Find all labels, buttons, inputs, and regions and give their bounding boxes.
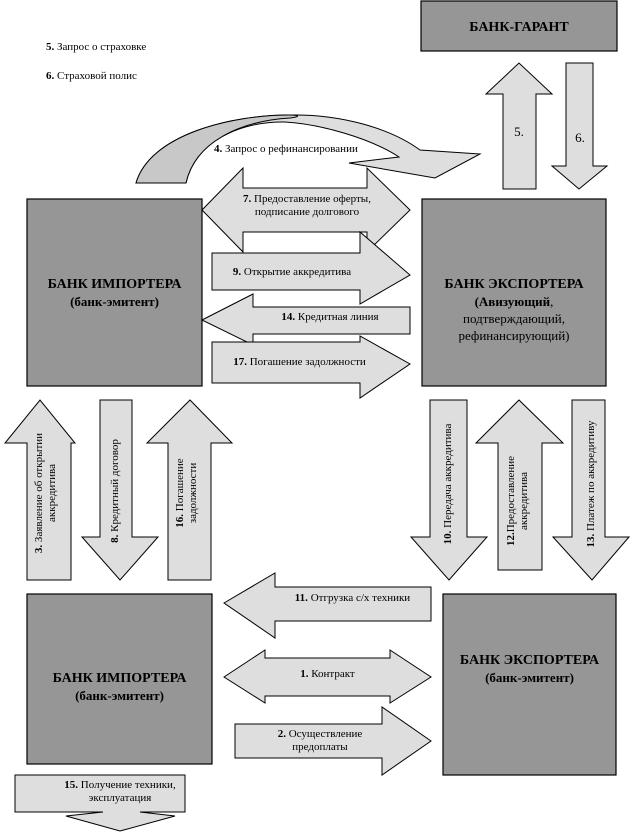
box-title: БАНК ЭКСПОРТЕРА xyxy=(459,653,600,668)
label-num: 16. xyxy=(174,513,186,528)
exporter-bank-bottom-box xyxy=(442,593,617,776)
label-text: Предоставление xyxy=(505,455,517,533)
box-subtitle: (банк-эмитент) xyxy=(75,688,164,703)
label-text-line2: аккредитива xyxy=(46,464,58,522)
label-num: 15. xyxy=(64,779,79,791)
arrow-15-down xyxy=(14,774,186,832)
arrow-7-double xyxy=(201,166,411,254)
arrow-9-right xyxy=(211,230,411,305)
box-subtitle: (Авизующий xyxy=(474,294,551,309)
exporter-bank-top-label: БАНК ЭКСПОРТЕРА (Авизующий, подтверждающ… xyxy=(422,276,606,344)
legend-text: Запрос о страховке xyxy=(57,41,147,53)
arrow-2-label: 2. Осуществление предоплаты xyxy=(235,728,405,754)
label-text: Кредитный договор xyxy=(109,439,121,532)
box-subtitle-line2: подтверждающий, xyxy=(463,311,565,326)
label-text: Платеж по аккредитиву xyxy=(585,420,597,532)
label-num: 12. xyxy=(505,532,517,547)
label-text: Предоставление оферты, xyxy=(254,193,371,205)
arrow-12-up xyxy=(474,399,565,571)
box-subtitle-line3: рефинансирующий) xyxy=(458,328,570,343)
label-num: 4. xyxy=(214,143,223,155)
label-text: Погашение xyxy=(174,458,186,512)
label-num: 10. xyxy=(442,530,454,545)
arrow-10-label: 10. Передача аккредитива xyxy=(442,409,456,559)
label-num: 13. xyxy=(585,533,597,548)
exporter-bank-bottom-label: БАНК ЭКСПОРТЕРА (банк-эмитент) xyxy=(443,652,616,686)
box-title: БАНК ИМПОРТЕРА xyxy=(52,671,187,686)
importer-bank-bottom-box xyxy=(26,593,213,765)
arrow-8-down xyxy=(80,399,160,581)
legend-item-5: 5. Запрос о страховке xyxy=(46,41,146,53)
label-num: 6. xyxy=(575,130,585,145)
label-num: 14. xyxy=(281,311,296,323)
importer-bank-top-box xyxy=(26,198,203,387)
label-text: Кредитная линия xyxy=(297,311,379,323)
label-num: 1. xyxy=(300,668,309,680)
arrow-4-label: 4. Запрос о рефинансировании xyxy=(210,143,414,156)
arrow-15-label: 15. Получение техники, эксплуатация xyxy=(15,779,225,805)
box-subtitle: (банк-эмитент) xyxy=(485,670,574,685)
box-title: БАНК ЭКСПОРТЕРА xyxy=(444,277,584,292)
arrow-5-up xyxy=(484,62,554,190)
label-text-line2: эксплуатация xyxy=(88,792,152,804)
arrow-13-down xyxy=(551,399,631,581)
legend-num: 5. xyxy=(46,41,55,53)
label-num: 7. xyxy=(243,193,252,205)
guarantor-bank-box xyxy=(420,0,618,52)
label-text-line2: аккредитива xyxy=(518,472,530,530)
label-num: 3. xyxy=(33,544,45,554)
exporter-bank-top-box xyxy=(421,198,607,387)
label-text: Заявление об открытии xyxy=(33,432,45,543)
label-num: 9. xyxy=(232,266,242,278)
label-num: 5. xyxy=(514,124,524,139)
box-title: БАНК ИМПОРТЕРА xyxy=(47,277,182,292)
arrow-8-label: 8. Кредитный договор xyxy=(109,416,123,566)
label-text: Погашение задолжности xyxy=(249,356,366,368)
label-text: Открытие аккредитива xyxy=(243,266,352,278)
arrow-10-down xyxy=(409,399,489,581)
label-text: Осуществление xyxy=(288,728,363,740)
arrow-1-label: 1. Контракт xyxy=(265,668,390,681)
arrow-3-up xyxy=(3,399,77,581)
arrow-3-label: 3. Заявление об открытии аккредитива xyxy=(33,418,63,568)
curved-arrow-4-shade xyxy=(135,114,298,184)
box-title: БАНК-ГАРАНТ xyxy=(469,20,569,35)
arrow-11-label: 11. Отгрузка с/х техники xyxy=(275,592,430,605)
box-subtitle-punct: , xyxy=(550,294,554,309)
label-num: 8. xyxy=(109,534,121,543)
label-text-line2: предоплаты xyxy=(292,741,348,753)
importer-bank-bottom-label: БАНК ИМПОРТЕРА (банк-эмитент) xyxy=(27,670,212,704)
arrow-12-label: 12.Предоставление аккредитива xyxy=(505,426,535,576)
label-text: Отгрузка с/х техники xyxy=(310,592,411,604)
legend-text: Страховой полис xyxy=(57,70,137,82)
arrow-2-right xyxy=(234,706,432,776)
importer-bank-top-label: БАНК ИМПОРТЕРА (банк-эмитент) xyxy=(27,276,202,310)
legend-item-6: 6. Страховой полис xyxy=(46,70,137,82)
arrow-6-label: 6. xyxy=(565,131,595,144)
arrow-16-up xyxy=(145,399,234,581)
arrow-1-double xyxy=(223,649,432,704)
label-text: Получение техники, xyxy=(80,779,176,791)
guarantor-bank-label: БАНК-ГАРАНТ xyxy=(421,18,617,36)
arrow-11-left xyxy=(223,572,432,639)
arrow-9-label: 9. Открытие аккредитива xyxy=(212,266,372,279)
label-text: Передача аккредитива xyxy=(442,423,454,528)
label-num: 11. xyxy=(294,592,308,604)
arrow-5-label: 5. xyxy=(504,125,534,138)
label-text-line2: подписание долгового xyxy=(254,206,360,218)
arrow-6-down xyxy=(550,62,609,190)
label-num: 2. xyxy=(277,728,286,740)
label-text-line2: задолжности xyxy=(187,462,199,524)
label-num: 17. xyxy=(233,356,247,368)
arrow-16-label: 16. Погашение задолжности xyxy=(174,418,204,568)
arrow-13-label: 13. Платеж по аккредитиву xyxy=(585,404,599,564)
legend-num: 6. xyxy=(46,70,55,82)
arrow-17-right xyxy=(211,335,411,399)
arrow-14-label: 14. Кредитная линия xyxy=(250,311,410,324)
box-subtitle: (банк-эмитент) xyxy=(70,294,159,309)
arrow-7-label: 7. Предоставление оферты, подписание дол… xyxy=(212,193,402,219)
label-text: Контракт xyxy=(311,668,355,680)
arrow-17-label: 17. Погашение задолжности xyxy=(212,356,387,369)
label-text: Запрос о рефинансировании xyxy=(225,143,358,155)
